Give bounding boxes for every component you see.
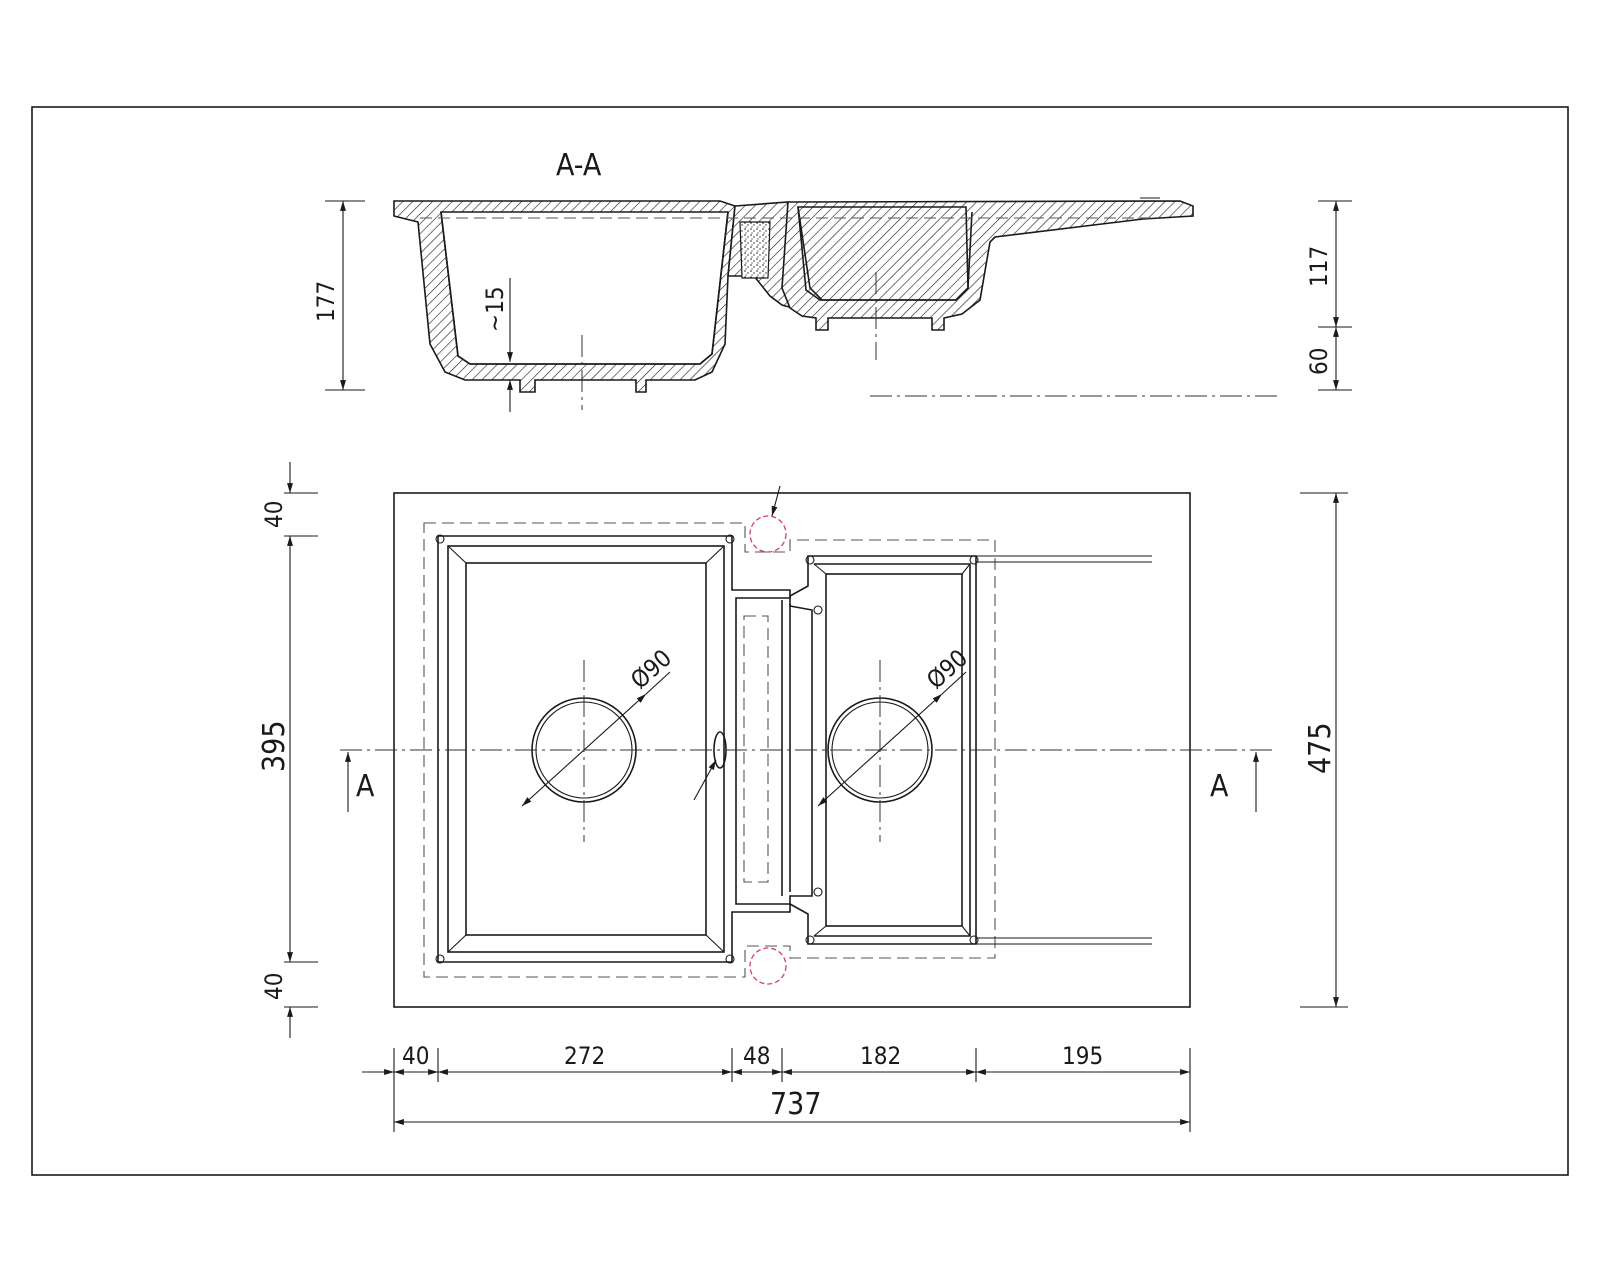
cutout-dashed [423, 522, 996, 978]
section-view: A-A 177 ~15 [312, 148, 1352, 412]
small-bowl-section [781, 200, 1194, 331]
divider-insert [739, 221, 771, 279]
svg-text:40: 40 [260, 501, 288, 528]
mounting-hole-top [749, 515, 787, 553]
large-bowl [435, 534, 791, 964]
section-title: A-A [556, 148, 602, 183]
mounting-hole-bottom [749, 947, 787, 985]
svg-text:48: 48 [743, 1042, 770, 1070]
dim-177: 177 [312, 200, 365, 391]
bowl1-diameter-label: Ø90 [625, 644, 677, 695]
svg-text:~15: ~15 [481, 286, 509, 332]
svg-text:40: 40 [260, 973, 288, 1000]
cut-label-right: A [1210, 769, 1229, 804]
svg-text:475: 475 [1303, 722, 1338, 774]
dim-right: 475 [1300, 492, 1348, 1008]
cut-label-left: A [356, 769, 375, 804]
svg-text:117: 117 [1305, 246, 1333, 287]
svg-text:40: 40 [402, 1042, 429, 1070]
divider-slot [743, 615, 769, 883]
svg-text:177: 177 [312, 281, 340, 322]
svg-text:395: 395 [257, 720, 292, 772]
overall-width-label: 737 [770, 1087, 822, 1122]
plan-view: Ø90 Ø90 A A 40 395 40 475 [257, 462, 1348, 1132]
sink-outline [393, 492, 1191, 1008]
dim-bottom: 40 272 48 182 195 737 [362, 1042, 1191, 1132]
svg-text:272: 272 [564, 1042, 605, 1070]
dim-thickness: ~15 [481, 278, 513, 412]
svg-text:182: 182 [860, 1042, 901, 1070]
drawing-frame [31, 106, 1569, 1176]
svg-text:60: 60 [1305, 348, 1333, 375]
svg-text:195: 195 [1062, 1042, 1103, 1070]
dim-117-60: 117 60 [1305, 200, 1352, 391]
dim-left: 40 395 40 [257, 462, 318, 1038]
bowl2-diameter-label: Ø90 [921, 644, 973, 695]
